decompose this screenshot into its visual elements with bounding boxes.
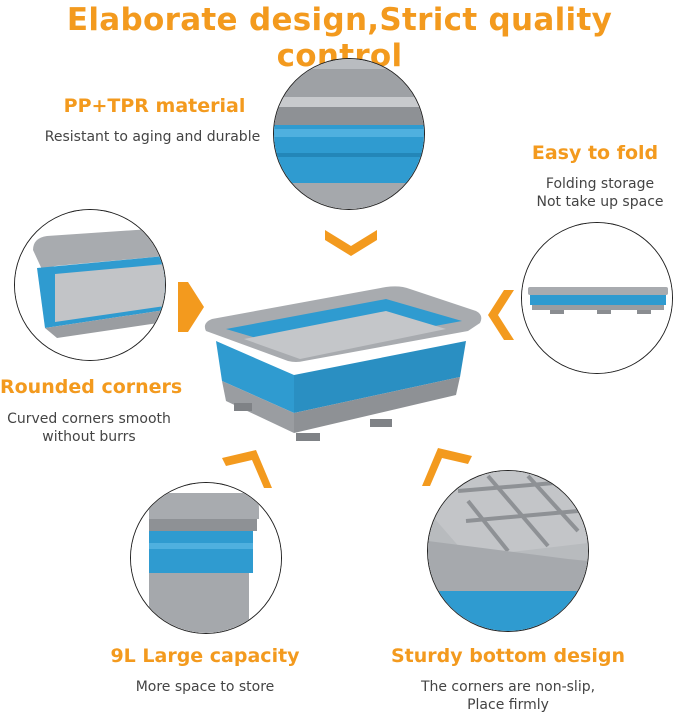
corners-desc-2: without burrs (42, 429, 136, 445)
bottom-title: Sturdy bottom design (391, 645, 625, 667)
corners-title: Rounded corners (0, 376, 183, 398)
material-detail-image (273, 58, 425, 210)
fold-title: Easy to fold (531, 142, 659, 164)
bottom-desc-1: The corners are non-slip, (420, 679, 596, 695)
chevron-up-left-icon (422, 448, 472, 486)
page-title: Elaborate design,Strict quality control (66, 2, 613, 74)
capacity-desc: More space to store (135, 679, 275, 695)
fold-desc-1: Folding storage (545, 176, 655, 192)
bottom-desc-2: Place firmly (467, 697, 549, 713)
collapsible-basin-image (204, 286, 482, 441)
capacity-title: 9L Large capacity (110, 645, 300, 667)
material-title: PP+TPR material (63, 95, 246, 117)
chevron-right-icon (178, 282, 204, 332)
fold-detail-image (521, 222, 673, 374)
bottom-detail-image (427, 470, 589, 632)
chevron-left-icon (488, 290, 514, 340)
material-desc: Resistant to aging and durable (44, 129, 261, 145)
fold-desc-2: Not take up space (536, 194, 664, 210)
corners-detail-image (14, 209, 166, 361)
chevron-down-icon (325, 230, 377, 256)
corners-desc-1: Curved corners smooth (7, 411, 171, 427)
chevron-up-right-icon (222, 450, 272, 488)
capacity-detail-image (130, 482, 282, 634)
